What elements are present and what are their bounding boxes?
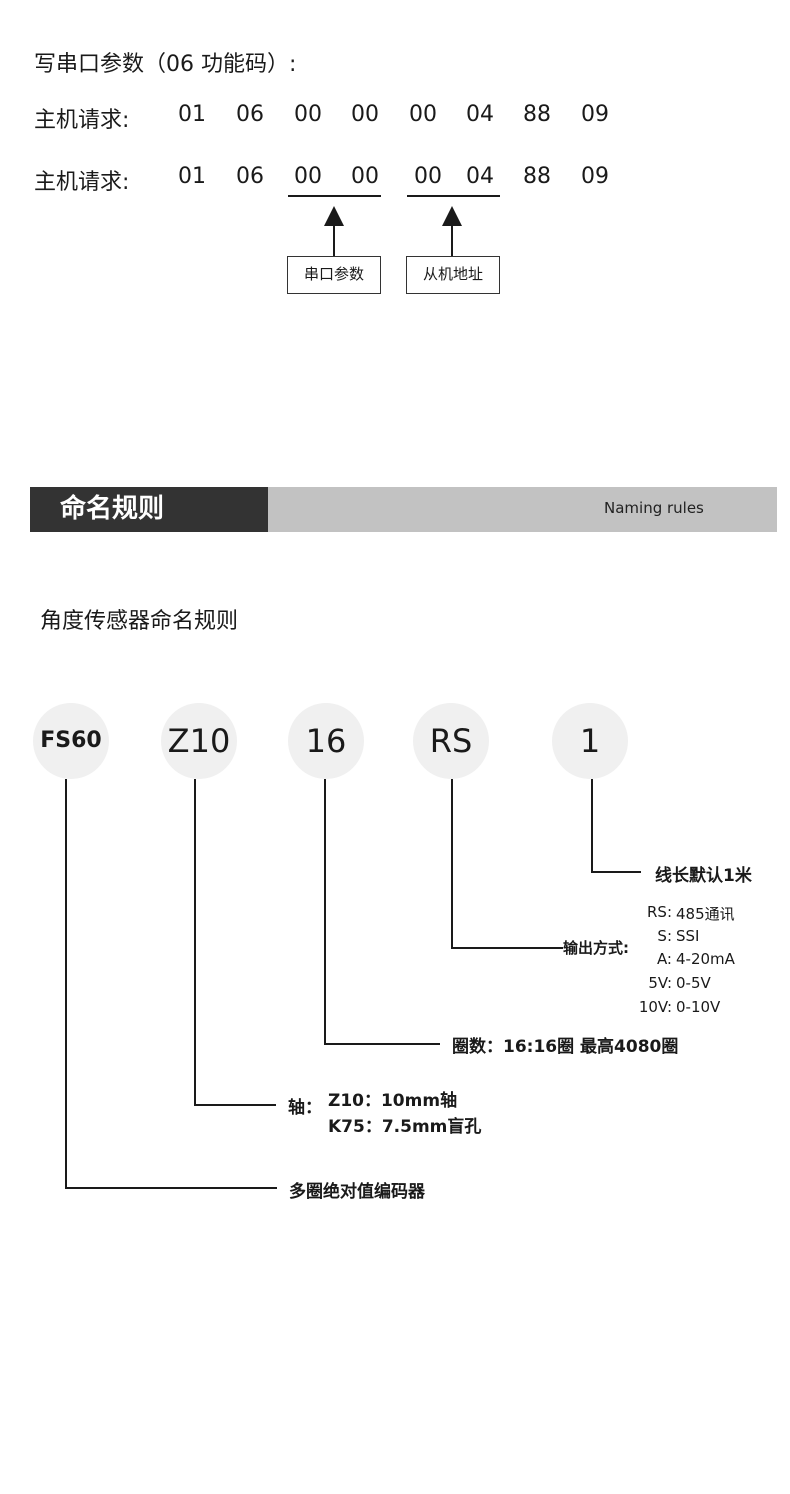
byte-1-3: 00	[351, 102, 379, 127]
connector-output-v	[451, 779, 453, 949]
code-circle-rs: RS	[413, 703, 489, 779]
output-value-5v: 0-5V	[676, 974, 711, 992]
byte-2-2: 00	[294, 164, 322, 189]
connector-cable-h	[591, 871, 641, 873]
output-key-rs: RS:	[647, 903, 672, 921]
section-title: 写串口参数（06 功能码）:	[34, 52, 297, 77]
arrow-shaft-serial	[333, 224, 335, 256]
byte-1-5: 04	[466, 102, 494, 127]
code-circle-1: 1	[552, 703, 628, 779]
banner-subtitle-en: Naming rules	[604, 499, 704, 517]
serial-param-box: 串口参数	[287, 256, 381, 294]
code-circle-fs60: FS60	[33, 703, 109, 779]
code-circle-z10: Z10	[161, 703, 237, 779]
cable-length-label: 线长默认1米	[655, 866, 752, 886]
arrow-up-icon	[324, 206, 344, 226]
connector-type-h	[65, 1187, 277, 1189]
output-key-a: A:	[656, 950, 672, 968]
connector-output-h	[451, 947, 563, 949]
connector-shaft-h	[194, 1104, 276, 1106]
shaft-line-1: Z10：10mm轴	[328, 1091, 458, 1111]
byte-1-1: 06	[236, 102, 264, 127]
connector-turns-h	[324, 1043, 440, 1045]
output-label: 输出方式:	[563, 939, 629, 957]
byte-2-0: 01	[178, 164, 206, 189]
connector-type-v	[65, 779, 67, 1189]
output-value-a: 4-20mA	[676, 950, 735, 968]
byte-2-7: 09	[581, 164, 609, 189]
slave-address-box: 从机地址	[406, 256, 500, 294]
byte-2-3: 00	[351, 164, 379, 189]
shaft-label: 轴：	[288, 1098, 322, 1118]
byte-2-4: 00	[414, 164, 442, 189]
request-label-1: 主机请求:	[34, 108, 130, 133]
turns-label: 圈数：16:16圈 最高4080圈	[452, 1037, 679, 1057]
type-label: 多圈绝对值编码器	[289, 1182, 425, 1202]
byte-2-6: 88	[523, 164, 551, 189]
output-value-s: SSI	[676, 927, 700, 945]
code-circle-16: 16	[288, 703, 364, 779]
output-key-5v: 5V:	[648, 974, 672, 992]
underline-slave	[407, 195, 500, 197]
shaft-line-2: K75：7.5mm盲孔	[328, 1117, 482, 1137]
byte-1-7: 09	[581, 102, 609, 127]
underline-serial	[288, 195, 381, 197]
connector-shaft-v	[194, 779, 196, 1106]
output-key-10v: 10V:	[638, 998, 672, 1016]
byte-1-6: 88	[523, 102, 551, 127]
naming-subtitle: 角度传感器命名规则	[40, 609, 239, 634]
byte-1-0: 01	[178, 102, 206, 127]
byte-2-5: 04	[466, 164, 494, 189]
connector-cable-v	[591, 779, 593, 873]
byte-1-4: 00	[409, 102, 437, 127]
byte-2-1: 06	[236, 164, 264, 189]
byte-1-2: 00	[294, 102, 322, 127]
request-label-2: 主机请求:	[34, 170, 130, 195]
arrow-up-icon	[442, 206, 462, 226]
output-key-s: S:	[657, 927, 672, 945]
banner-title: 命名规则	[30, 487, 268, 532]
banner-bar	[268, 487, 777, 532]
connector-turns-v	[324, 779, 326, 1045]
arrow-shaft-slave	[451, 224, 453, 256]
output-value-rs: 485通讯	[676, 905, 735, 923]
output-value-10v: 0-10V	[676, 998, 721, 1016]
